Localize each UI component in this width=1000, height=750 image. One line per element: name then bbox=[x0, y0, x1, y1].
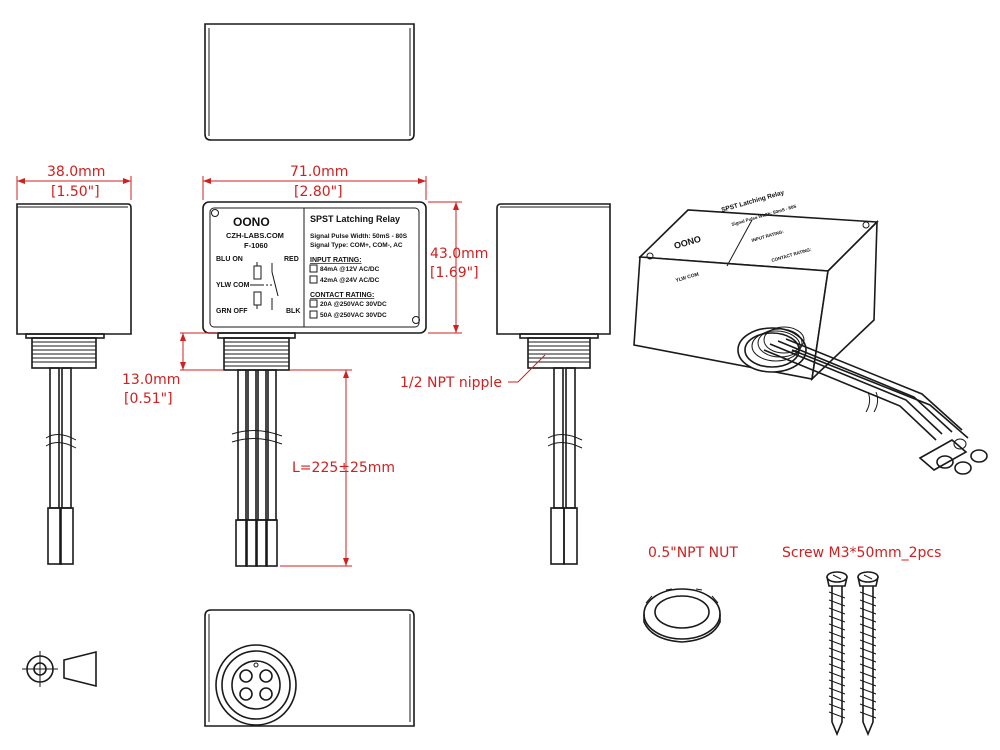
front-nipple-threads bbox=[223, 337, 290, 371]
pulse-width-text: Signal Pulse Width: 50mS - 80S bbox=[310, 233, 408, 240]
right-wires bbox=[547, 367, 583, 565]
wire-red-label: RED bbox=[284, 256, 299, 263]
wire-blk-label: BLK bbox=[286, 308, 300, 315]
relay-schematic-symbol bbox=[250, 262, 279, 310]
input-rating-2: 42mA @24V AC/DC bbox=[320, 277, 380, 284]
iso-nipple bbox=[737, 326, 807, 373]
left-wires bbox=[45, 367, 77, 565]
wire-ylw-label: YLW COM bbox=[216, 282, 250, 289]
dimension-width: 38.0mm [1.50"] bbox=[16, 164, 132, 200]
left-side-view bbox=[16, 203, 132, 565]
screws-caption: Screw M3*50mm_2pcs bbox=[782, 545, 941, 561]
right-side-view bbox=[496, 203, 611, 565]
right-nipple-threads bbox=[527, 337, 591, 369]
dimension-lead-length: L=225±25mm bbox=[280, 369, 395, 567]
front-label: OONO CZH-LABS.COM F-1060 SPST Latching R… bbox=[216, 214, 408, 319]
brand-text: OONO bbox=[233, 215, 270, 229]
wire-grn-label: GRN OFF bbox=[216, 308, 248, 315]
nipple-mm-text: 13.0mm bbox=[122, 372, 180, 388]
nut-caption: 0.5"NPT NUT bbox=[648, 545, 738, 561]
label-title: SPST Latching Relay bbox=[310, 214, 400, 224]
projection-symbol bbox=[22, 650, 97, 688]
input-rating-1: 84mA @12V AC/DC bbox=[320, 266, 380, 273]
iso-wires bbox=[763, 338, 988, 475]
height-in-text: [1.69"] bbox=[430, 265, 479, 281]
front-wires bbox=[231, 369, 283, 567]
top-view bbox=[204, 23, 415, 141]
front-view bbox=[202, 201, 427, 567]
screw-right bbox=[857, 571, 879, 737]
length-mm-text: 71.0mm bbox=[290, 164, 348, 180]
callout-nipple: 1/2 NPT nipple bbox=[400, 354, 546, 391]
nipple-callout-text: 1/2 NPT nipple bbox=[400, 375, 502, 391]
lead-length-text: L=225±25mm bbox=[292, 460, 395, 476]
isometric-view: OONO SPST Latching Relay Signal Pulse Wi… bbox=[633, 189, 988, 475]
height-mm-text: 43.0mm bbox=[430, 246, 488, 262]
width-in-text: [1.50"] bbox=[51, 184, 100, 200]
model-text: F-1060 bbox=[244, 241, 268, 250]
bottom-view bbox=[204, 609, 415, 727]
contact-rating-heading: CONTACT RATING: bbox=[310, 292, 374, 299]
left-nipple-threads bbox=[31, 337, 97, 369]
input-rating-heading: INPUT RATING: bbox=[310, 257, 362, 264]
npt-nut bbox=[643, 588, 721, 643]
width-mm-text: 38.0mm bbox=[47, 164, 105, 180]
dimension-height: 43.0mm [1.69"] bbox=[428, 201, 488, 334]
wire-blu-label: BLU ON bbox=[216, 256, 243, 263]
nipple-in-text: [0.51"] bbox=[124, 391, 173, 407]
screw-left bbox=[826, 571, 848, 737]
length-in-text: [2.80"] bbox=[294, 184, 343, 200]
contact-rating-1: 20A @250VAC 30VDC bbox=[320, 301, 387, 308]
dimension-nipple: 13.0mm [0.51"] bbox=[122, 332, 224, 407]
dimension-length: 71.0mm [2.80"] bbox=[202, 164, 427, 200]
signal-type-text: Signal Type: COM+, COM-, AC bbox=[310, 242, 403, 249]
contact-rating-2: 50A @250VAC 30VDC bbox=[320, 312, 387, 319]
website-text: CZH-LABS.COM bbox=[226, 231, 284, 240]
